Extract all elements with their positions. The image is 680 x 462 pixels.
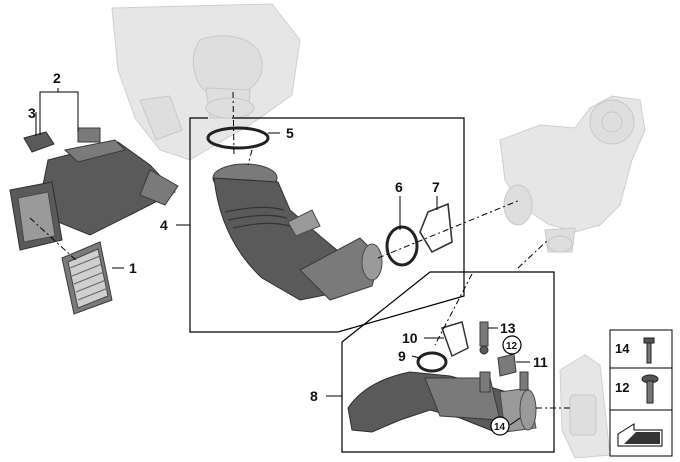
callout-3: 3 xyxy=(28,105,36,121)
throttle-housing-ghost xyxy=(559,354,611,459)
wire-clamp-7 xyxy=(419,202,453,254)
callout-12-circled: 12 xyxy=(502,335,522,355)
callout-13: 13 xyxy=(500,320,516,336)
clip-10 xyxy=(441,321,469,358)
intake-pipe-4 xyxy=(212,163,383,301)
group-frame-4 xyxy=(189,117,465,333)
callout-10: 10 xyxy=(402,330,418,346)
callout-7: 7 xyxy=(432,179,440,195)
callout-14-label: 14 xyxy=(494,422,506,433)
air-filter-housing-ghost xyxy=(111,3,301,161)
sensor-13 xyxy=(479,321,489,355)
callout-8: 8 xyxy=(310,388,318,404)
callout-5: 5 xyxy=(286,125,294,141)
o-ring-9 xyxy=(416,351,448,373)
legend-box: 14 12 xyxy=(609,329,673,457)
legend-number-14: 14 xyxy=(615,341,630,356)
callout-4: 4 xyxy=(160,217,168,233)
screw-boss xyxy=(479,371,529,393)
callout-1: 1 xyxy=(129,260,137,276)
callout-12-label: 12 xyxy=(506,341,518,352)
arrow-symbol-icon xyxy=(617,423,663,447)
flange-screw-icon xyxy=(641,374,659,404)
screw-icon xyxy=(643,337,655,364)
o-ring-5 xyxy=(206,126,270,150)
o-ring-6 xyxy=(385,225,419,267)
turbocharger-ghost xyxy=(499,95,646,253)
callout-2: 2 xyxy=(53,70,61,86)
grille-filter xyxy=(61,241,113,315)
intake-silencer xyxy=(9,127,179,251)
callout-9: 9 xyxy=(398,348,406,364)
callout-14-circled: 14 xyxy=(490,416,510,436)
small-clip-part xyxy=(23,131,55,153)
bracket-11 xyxy=(497,353,517,377)
legend-number-12: 12 xyxy=(615,380,629,395)
group-frame-8 xyxy=(341,271,555,453)
callout-11: 11 xyxy=(533,354,548,370)
callout-6: 6 xyxy=(395,179,403,195)
